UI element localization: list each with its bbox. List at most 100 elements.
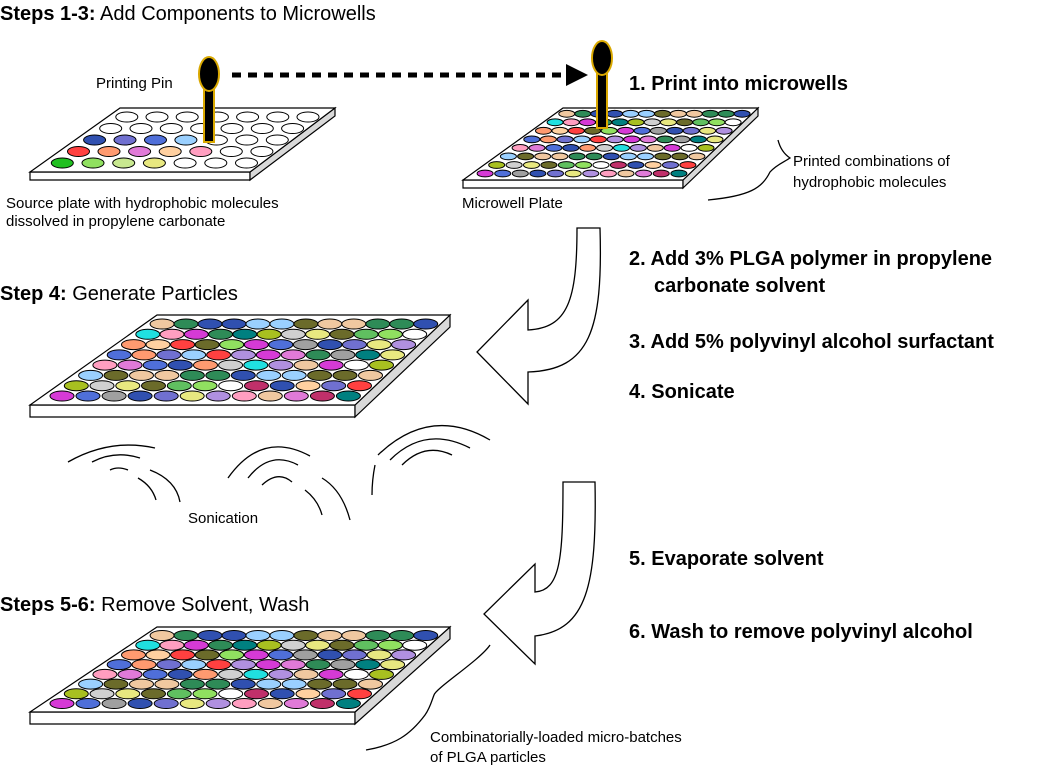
well (355, 349, 381, 361)
well (117, 668, 143, 680)
well (194, 339, 220, 351)
well (652, 169, 670, 178)
well (106, 659, 132, 671)
well (153, 698, 179, 709)
well-grid (49, 630, 439, 709)
well (296, 111, 320, 123)
well (353, 328, 379, 340)
well (192, 688, 218, 700)
well (153, 390, 179, 402)
well (283, 698, 309, 709)
well (606, 135, 624, 144)
well (639, 135, 657, 144)
well (250, 123, 274, 134)
well (99, 123, 123, 134)
well (619, 152, 637, 161)
well (551, 152, 569, 161)
well (402, 639, 428, 651)
well (243, 339, 269, 351)
well (144, 134, 167, 146)
microwell-plate-label: Microwell Plate (462, 195, 563, 212)
well (342, 339, 367, 351)
well (699, 126, 717, 135)
well-grid (50, 111, 320, 169)
well (219, 339, 245, 351)
well (562, 118, 580, 127)
plate-front-face (29, 404, 356, 418)
well (305, 349, 331, 361)
source-plate-label-line2: dissolved in propylene carbonate (6, 213, 225, 230)
source-plate-label-line1: Source plate with hydrophobic molecules (6, 195, 279, 212)
well (579, 144, 597, 152)
heading-steps-5-6: Steps 5-6: Remove Solvent, Wash (0, 594, 309, 616)
well (517, 152, 535, 161)
well (220, 123, 244, 134)
well (341, 630, 367, 641)
well (654, 109, 671, 118)
well (649, 126, 667, 135)
well (623, 135, 641, 144)
well (579, 118, 596, 127)
well (358, 369, 383, 381)
well (232, 328, 258, 340)
well-grid (476, 109, 751, 178)
well (317, 630, 343, 641)
well (121, 339, 146, 351)
well (149, 630, 175, 641)
well (266, 111, 290, 123)
well (546, 118, 564, 127)
well (112, 157, 136, 169)
well (627, 118, 645, 127)
well (206, 349, 232, 361)
well (141, 688, 166, 700)
printed-combos-label-line2: hydrophobic molecules (793, 174, 946, 191)
well (103, 369, 129, 381)
well (135, 328, 161, 340)
well (551, 126, 569, 135)
well (269, 380, 295, 392)
transfer-arrow (232, 64, 588, 86)
well (197, 318, 223, 330)
well (269, 688, 295, 700)
well (692, 118, 710, 127)
well (635, 169, 653, 178)
step-6-text: 6. Wash to remove polyvinyl alcohol (629, 621, 973, 643)
well (355, 659, 381, 671)
well (221, 630, 247, 641)
well (75, 698, 101, 709)
well (113, 134, 137, 146)
well (706, 135, 724, 144)
well (680, 144, 698, 152)
well (173, 157, 197, 169)
well (280, 328, 306, 340)
well (205, 678, 231, 690)
well (269, 630, 295, 641)
well (309, 390, 335, 402)
well (167, 668, 193, 680)
well (295, 688, 321, 700)
well (97, 146, 121, 157)
well (646, 144, 664, 152)
well (83, 134, 107, 146)
well (643, 118, 661, 127)
well (179, 390, 205, 402)
well (380, 349, 406, 361)
well (568, 152, 586, 161)
well (142, 359, 168, 371)
well (564, 169, 582, 178)
well (156, 349, 182, 361)
well (236, 111, 260, 123)
well (330, 659, 356, 671)
micro-batches-label-line2: of PLGA particles (430, 749, 546, 766)
well (592, 161, 610, 169)
well (235, 157, 258, 169)
well (637, 152, 654, 161)
well (192, 380, 218, 392)
well (523, 161, 540, 169)
well-grid (49, 318, 439, 402)
well (391, 339, 417, 351)
well (175, 111, 199, 123)
well (670, 169, 688, 178)
well (535, 126, 552, 135)
